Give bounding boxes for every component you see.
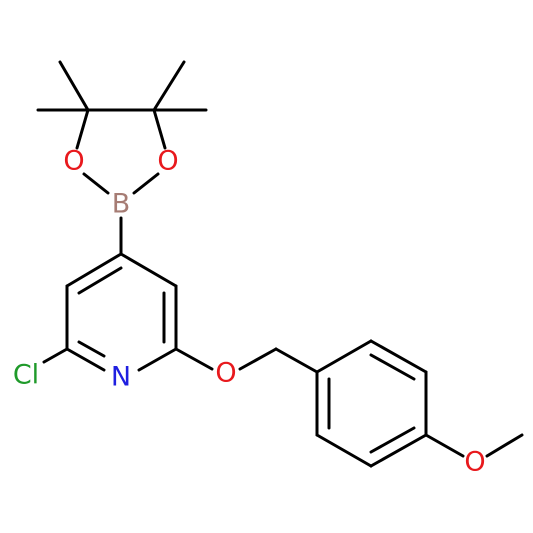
bond-c6-n [65,347,106,372]
methoxy-oxygen-label: O [464,447,485,478]
bond-c4-c5-double [77,266,123,295]
atom-labels: B O O N Cl O O [13,146,486,478]
bonds [36,60,524,468]
bond-o-b-right [132,172,160,195]
bond-ar-4-double [369,426,416,454]
bond-c2-o [174,347,214,371]
bond-o-ch2 [238,347,278,371]
bond-c-o-right [152,108,167,150]
bond-ar-5 [315,433,373,468]
bond-c4-c3 [119,252,178,288]
bond-ar-2-double [369,353,416,381]
bond-ar-1 [315,339,373,374]
chlorine-label: Cl [13,360,39,391]
bond-c6-n-double [77,340,106,358]
bond-o-b-left [82,172,110,195]
bond-c-o-left [75,108,90,150]
oxygen-right-label: O [157,146,178,177]
bond-o-ch3 [485,433,524,458]
bond-methyl-1 [58,60,90,112]
bond-methyl-3 [152,60,186,112]
bond-c2-n [137,347,178,372]
bond-ar-2 [369,339,428,374]
bond-ch2-ar [274,347,319,374]
ether-oxygen-label: O [215,358,236,389]
bond-c6-cl [42,347,69,364]
boron-label: B [112,189,131,220]
oxygen-left-label: O [63,146,84,177]
bond-ar-4 [369,433,428,468]
bond-c4-c5 [65,252,123,288]
bond-ar-o [424,433,465,458]
nitrogen-label: N [111,362,131,393]
